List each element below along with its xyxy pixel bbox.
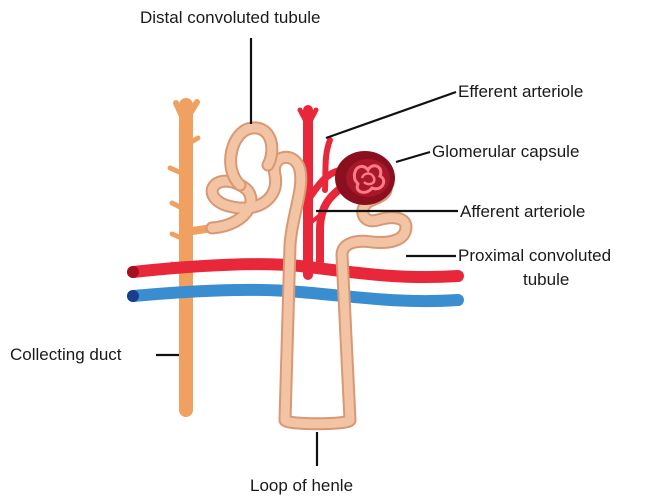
- collecting-duct-structure: [170, 102, 212, 410]
- label-afferent-arteriole: Afferent arteriole: [460, 202, 585, 222]
- label-efferent-arteriole: Efferent arteriole: [458, 82, 583, 102]
- label-glomerular-capsule: Glomerular capsule: [432, 142, 579, 162]
- renal-vein-end: [127, 290, 139, 302]
- label-collecting-duct: Collecting duct: [10, 345, 122, 365]
- label-distal-convoluted-tubule: Distal convoluted tubule: [140, 8, 321, 28]
- renal-artery-end: [127, 266, 139, 278]
- label-loop-of-henle: Loop of henle: [250, 476, 353, 496]
- glomerular-capsule-structure: [335, 151, 395, 205]
- label-proximal-convoluted-tubule-line1: Proximal convoluted: [458, 246, 611, 266]
- leader-glomerular: [396, 152, 430, 162]
- label-proximal-convoluted-tubule-line2: tubule: [523, 270, 569, 290]
- leader-efferent: [326, 92, 456, 138]
